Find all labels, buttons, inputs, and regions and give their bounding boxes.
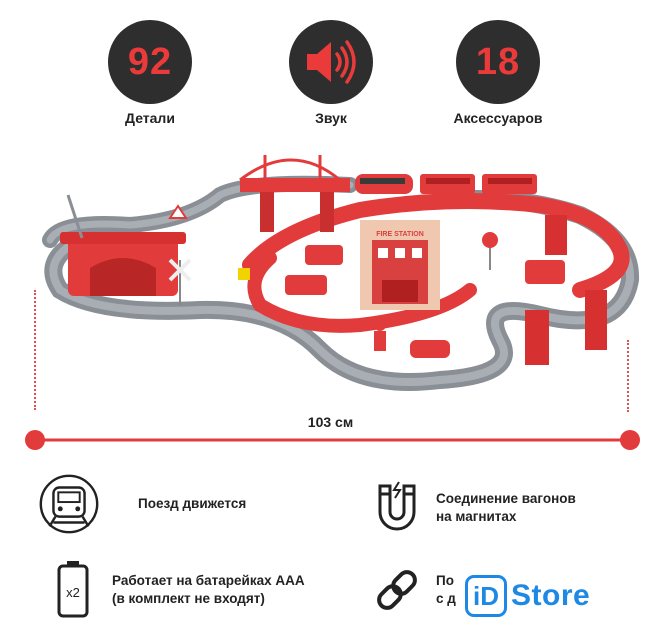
stat-sound: Звук [256, 20, 406, 126]
length-label: 103 см [307, 414, 354, 430]
feature-train-moves: Поезд движется [34, 474, 246, 534]
svg-text:x2: x2 [66, 585, 80, 600]
height-marker-right [627, 340, 629, 412]
length-bar [25, 430, 640, 450]
logo-name: Store [511, 579, 591, 612]
train-icon [34, 474, 104, 534]
stat-label: Аксессуаров [453, 110, 543, 126]
feature-batteries: x2 Работает на батарейках ААА (в комплек… [38, 560, 305, 620]
red-track [242, 193, 630, 298]
stat-label: Детали [125, 110, 175, 126]
stat-value: 18 [475, 40, 521, 83]
stat-accessories: 18 Аксессуаров [423, 20, 573, 126]
magnet-icon [362, 478, 432, 538]
logo-mark: iD [465, 575, 507, 617]
stat-circle: 92 [108, 20, 192, 104]
feature-text: Работает на батарейках ААА (в комплект н… [112, 572, 305, 606]
battery-x2-icon: x2 [38, 560, 108, 620]
stat-label: Звук [315, 110, 347, 126]
stat-details: 92 Детали [75, 20, 225, 126]
feature-text: Поезд движется [138, 495, 247, 511]
station-sign: FIRE STATION [376, 231, 424, 238]
feature-text: По с д [436, 572, 456, 606]
feature-text: Соединение вагонов на магнитах [436, 490, 576, 524]
stat-circle: 18 [456, 20, 540, 104]
fire-station: FIRE STATION [360, 220, 440, 310]
stat-value: 92 [127, 40, 173, 83]
id-store-logo: iD Store [465, 573, 590, 619]
feature-partial: По с д [362, 560, 456, 620]
train [355, 174, 537, 194]
stat-circle [289, 20, 373, 104]
chain-link-icon [362, 560, 432, 620]
speaker-icon [307, 40, 356, 84]
railway-set-image: FIRE STATION [42, 155, 640, 391]
height-marker-left [34, 290, 36, 410]
feature-magnetic-coupling: Соединение вагонов на магнитах [362, 478, 576, 538]
